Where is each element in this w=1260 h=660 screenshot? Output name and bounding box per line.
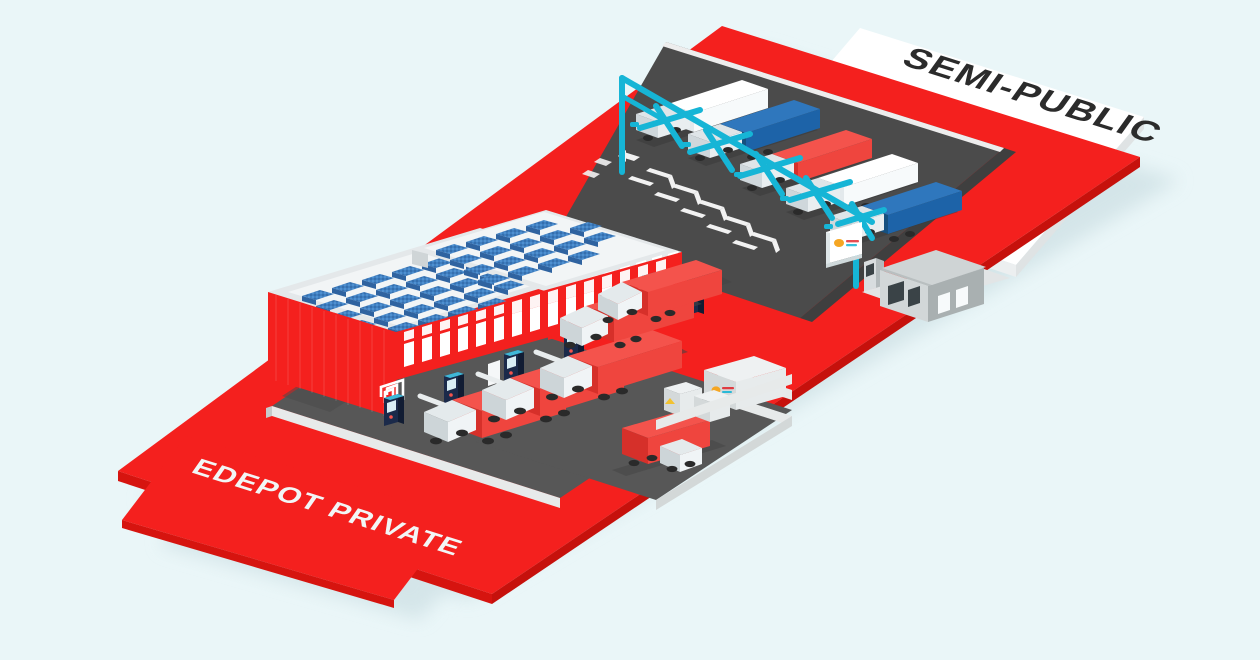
depot-charger-1[interactable]: [384, 394, 404, 426]
overhead-charging-gantry: [619, 75, 887, 289]
warehouse-clerestory-strip: [404, 259, 666, 341]
battery-area-kerb: [656, 374, 792, 430]
depot-truck-5: [598, 260, 732, 324]
depot-charger-3[interactable]: [504, 350, 524, 382]
gatehouse-office: [862, 250, 1010, 322]
shell-recharge-totem-sign[interactable]: [826, 222, 862, 268]
warning-triangle-icon: [665, 398, 675, 404]
public-bay-markings: [582, 150, 780, 253]
edepot-private-platform: [122, 436, 458, 608]
public-truck-4: [780, 154, 918, 220]
depot-truck-3: [540, 330, 688, 401]
depot-charger-2[interactable]: [444, 372, 464, 404]
solar-array-high-roof: [436, 220, 616, 289]
solar-array-low-roof: [302, 250, 526, 355]
logistics-warehouse: [268, 210, 682, 418]
public-pad-curbs: [662, 42, 1004, 152]
shell-recharge-logo: [834, 239, 844, 247]
